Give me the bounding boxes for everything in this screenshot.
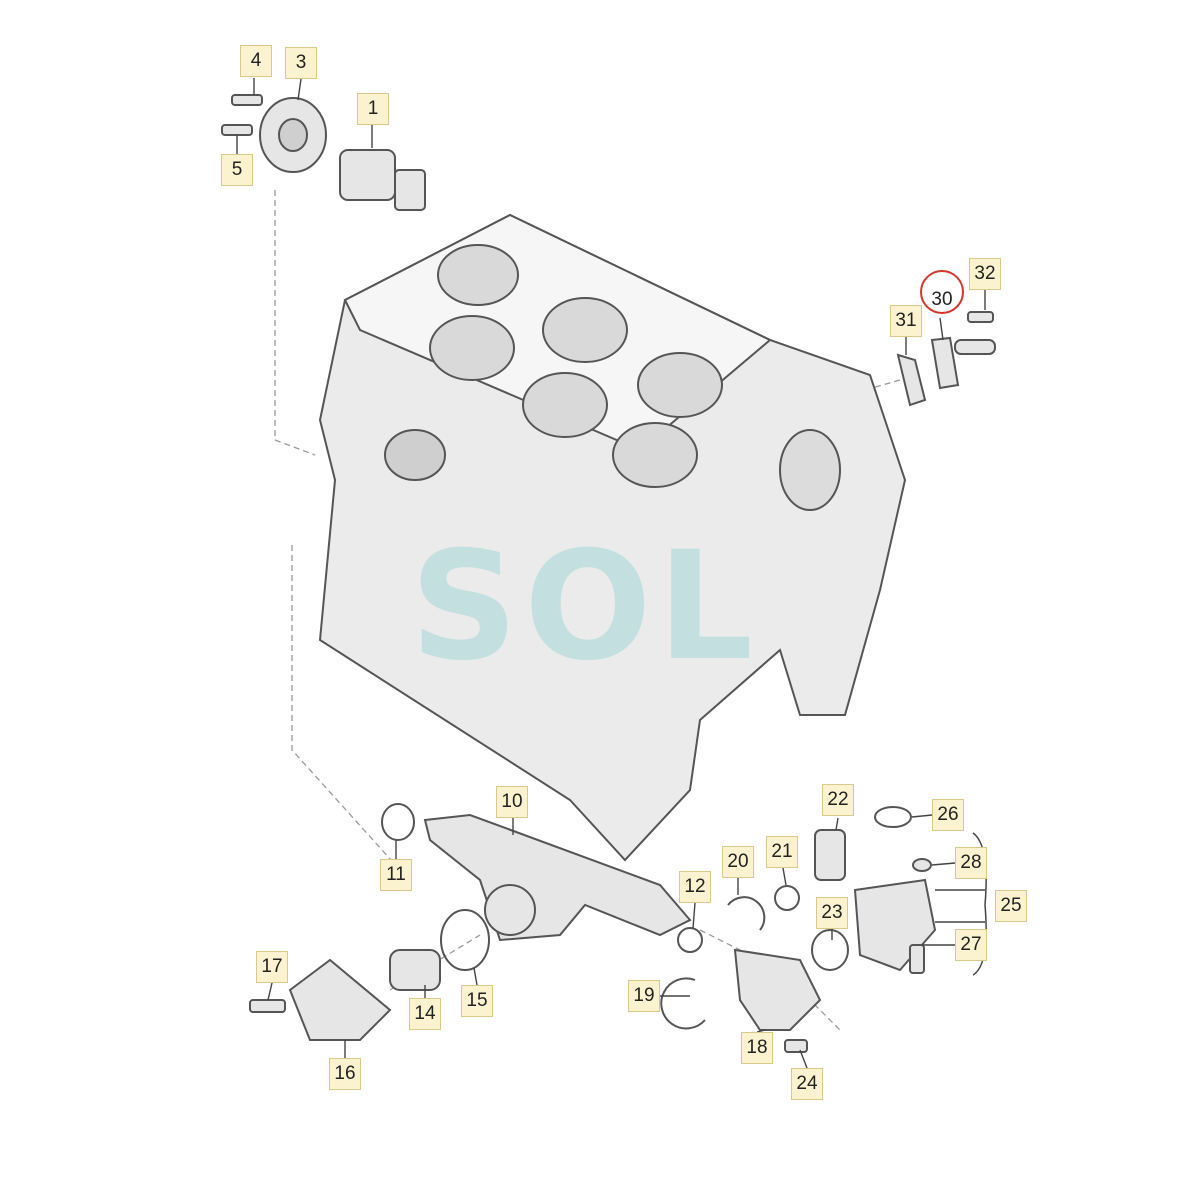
gasket-31 xyxy=(896,353,927,407)
gasket-30 xyxy=(930,336,960,390)
thermostat-14 xyxy=(389,949,441,991)
part-label-30: 30 xyxy=(931,289,953,310)
bolt-27 xyxy=(909,944,925,974)
bolt-4 xyxy=(231,94,263,106)
clip-20 xyxy=(727,896,766,931)
part-label-4: 4 xyxy=(240,45,272,77)
part-label-18: 18 xyxy=(741,1032,773,1064)
part-label-25: 25 xyxy=(995,890,1027,922)
sensor-22 xyxy=(814,829,846,881)
sensor-part-1 xyxy=(339,149,426,211)
part-label-11: 11 xyxy=(380,859,412,891)
part-label-31: 31 xyxy=(890,305,922,337)
part-label-27: 27 xyxy=(955,929,987,961)
part-label-28: 28 xyxy=(955,847,987,879)
part-label-23: 23 xyxy=(816,897,848,929)
o-ring-26 xyxy=(874,806,912,828)
ring-12 xyxy=(677,927,703,953)
gasket-23 xyxy=(811,929,849,971)
highlight-circle xyxy=(920,270,964,314)
part-label-21: 21 xyxy=(766,836,798,868)
bolt-5 xyxy=(221,124,253,136)
pulley xyxy=(259,97,327,173)
plug-28 xyxy=(912,858,932,872)
clip-19 xyxy=(660,977,706,1030)
engine-block xyxy=(318,213,907,862)
part-label-16: 16 xyxy=(329,1058,361,1090)
part-label-26: 26 xyxy=(932,799,964,831)
part-label-24: 24 xyxy=(791,1068,823,1100)
bolt-17 xyxy=(249,999,286,1013)
bolt-24 xyxy=(784,1039,808,1053)
o-ring-15 xyxy=(440,909,490,971)
part-label-5: 5 xyxy=(221,154,253,186)
o-ring-11 xyxy=(381,803,415,841)
part-label-14: 14 xyxy=(409,998,441,1030)
part-label-22: 22 xyxy=(822,784,854,816)
part-label-1: 1 xyxy=(357,93,389,125)
bolt-32 xyxy=(967,311,994,323)
ring-21 xyxy=(774,885,800,911)
part-label-12: 12 xyxy=(679,871,711,903)
connector-18 xyxy=(733,948,822,1031)
housing-16 xyxy=(288,958,392,1041)
part-label-17: 17 xyxy=(256,951,288,983)
part-label-19: 19 xyxy=(628,980,660,1012)
pipe-30 xyxy=(954,339,996,355)
part-label-20: 20 xyxy=(722,846,754,878)
part-label-10: 10 xyxy=(496,786,528,818)
part-label-3: 3 xyxy=(285,47,317,79)
part-label-15: 15 xyxy=(461,985,493,1017)
part-label-32: 32 xyxy=(969,258,1001,290)
